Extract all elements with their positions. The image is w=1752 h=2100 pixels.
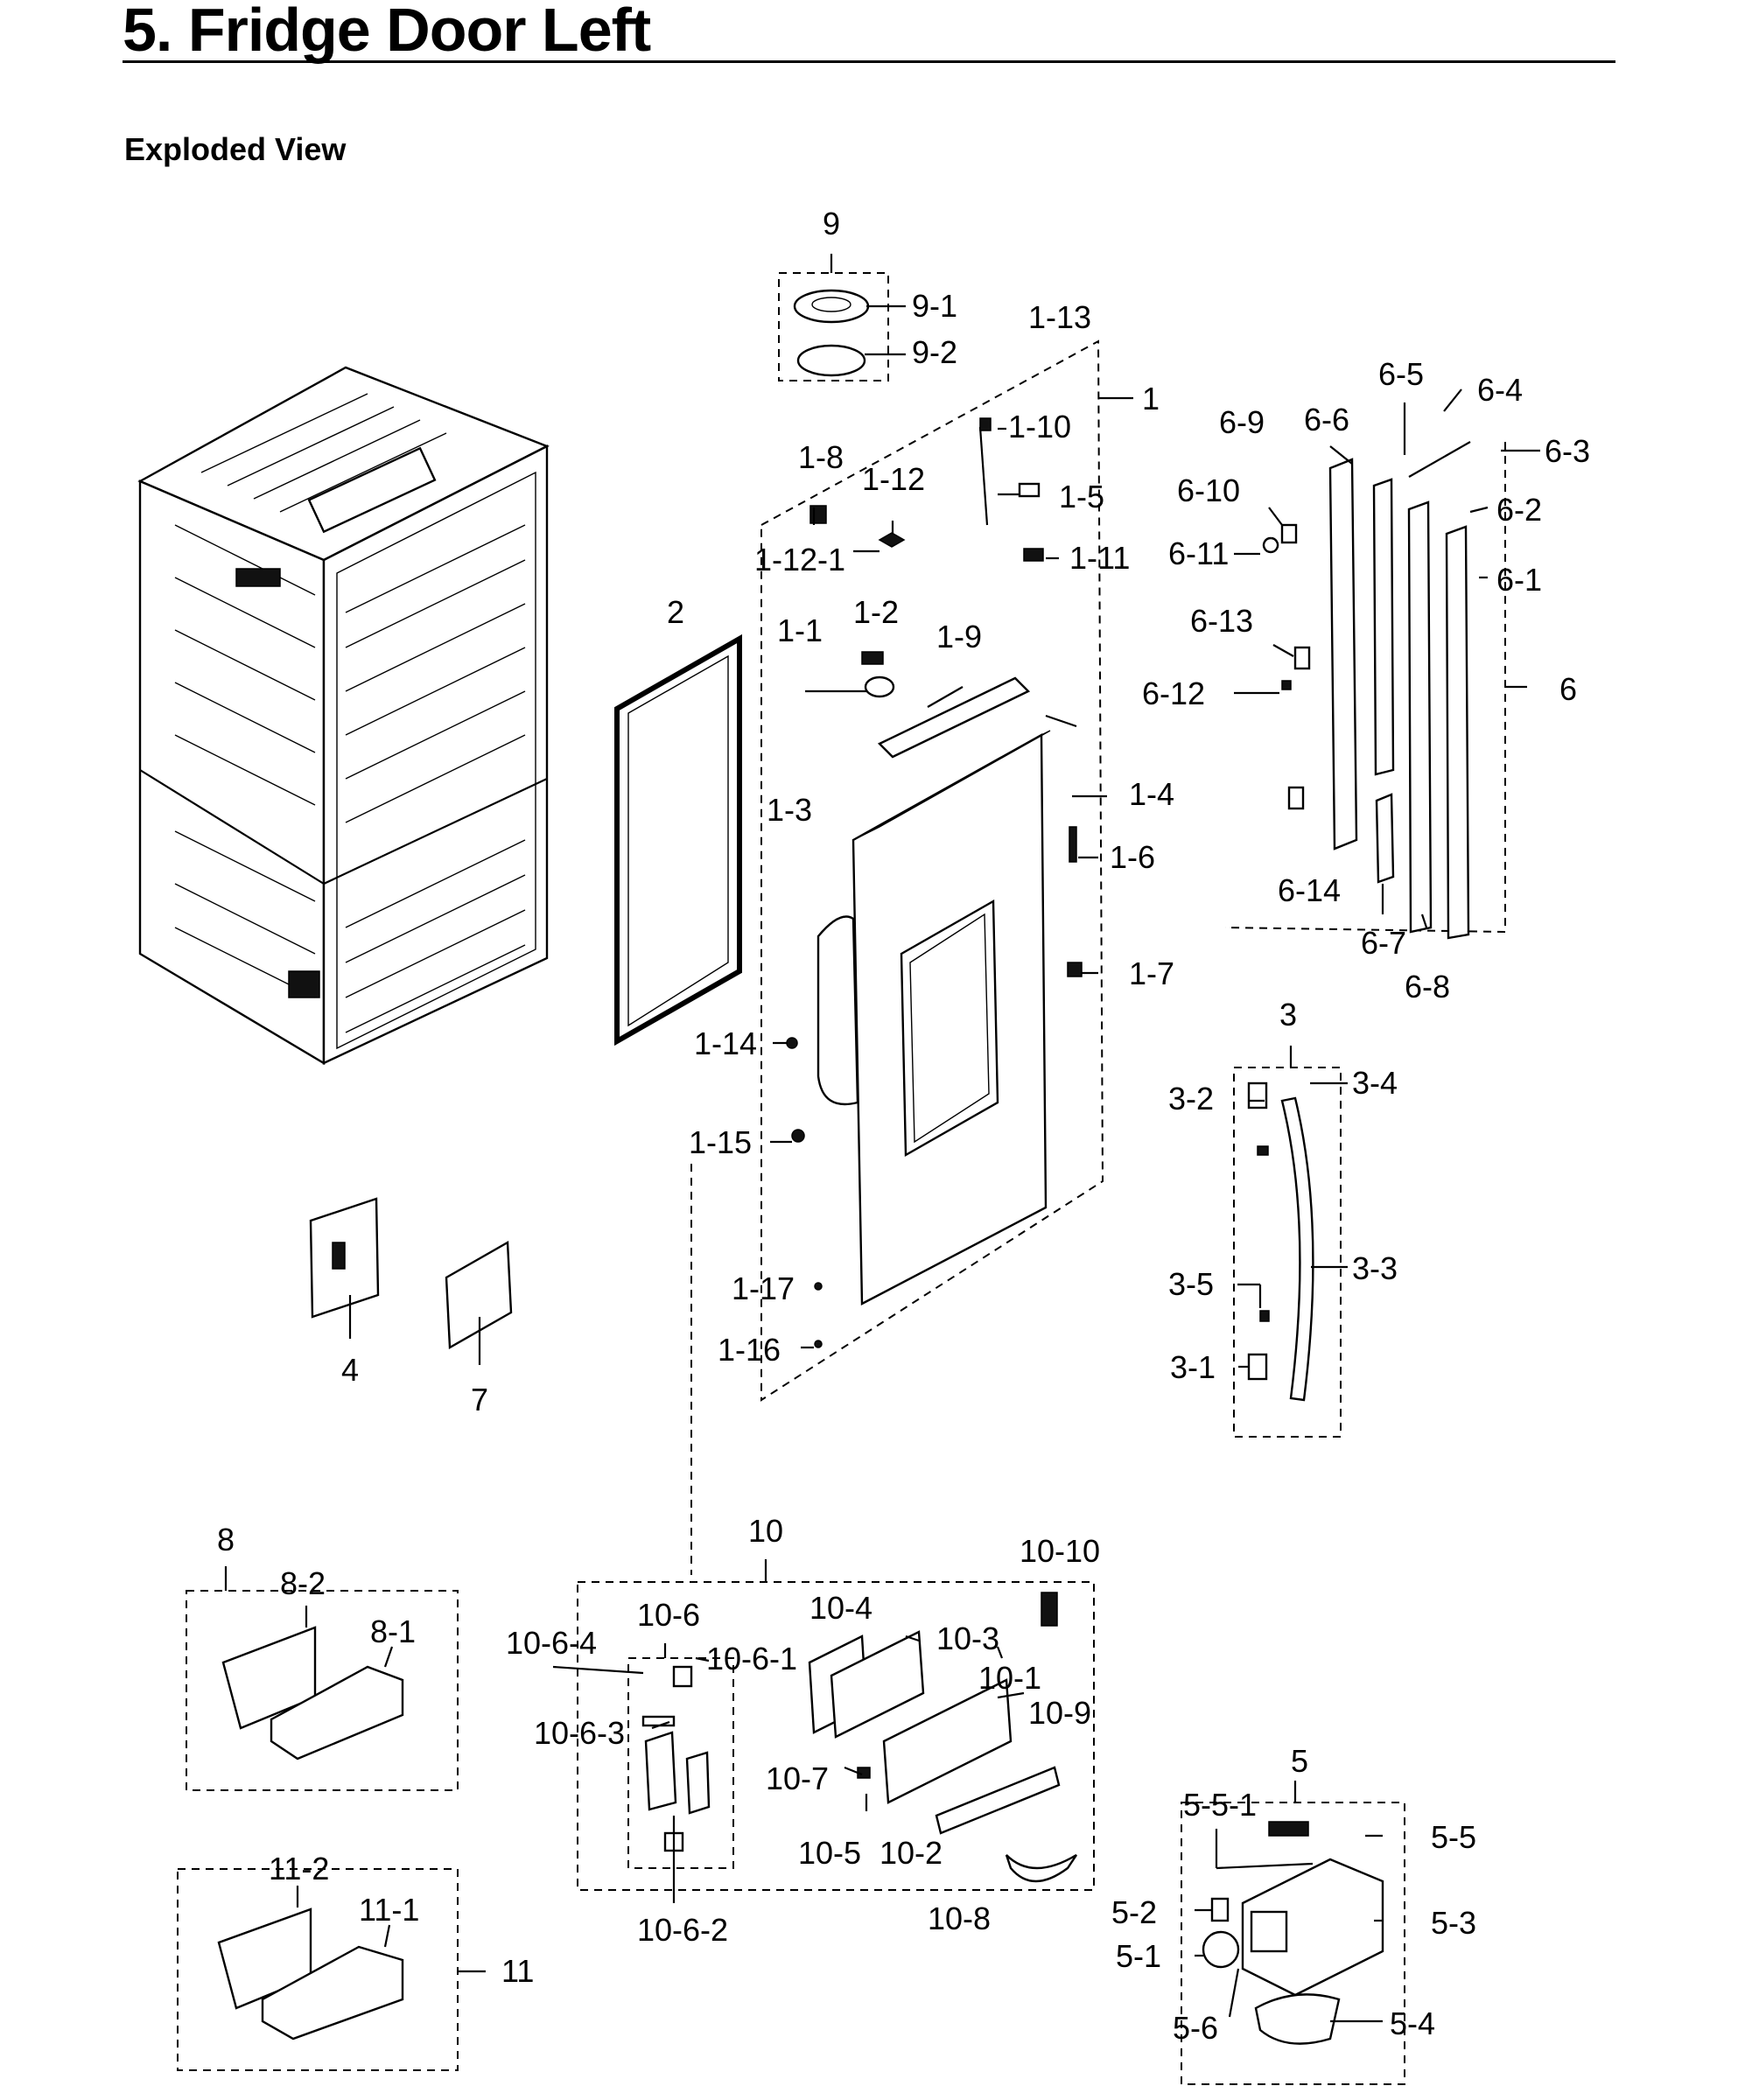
part-9-group — [778, 254, 906, 382]
label-1-5: 1-5 — [1059, 479, 1104, 514]
label-10-4: 10-4 — [809, 1590, 872, 1626]
label-6-3: 6-3 — [1545, 433, 1590, 469]
part-8-group — [186, 1566, 459, 1791]
label-1-4: 1-4 — [1129, 776, 1174, 812]
label-6-8: 6-8 — [1405, 969, 1450, 1004]
label-3-4: 3-4 — [1352, 1065, 1398, 1101]
page-title: 5. Fridge Door Left — [123, 0, 651, 64]
label-10-8: 10-8 — [928, 1900, 991, 1936]
label-1-9: 1-9 — [936, 619, 982, 654]
label-6-12: 6-12 — [1142, 676, 1205, 711]
fridge-cabinet — [137, 366, 550, 1066]
part-10-group — [552, 1559, 1095, 1903]
label-1: 1 — [1142, 381, 1160, 416]
label-1-11: 1-11 — [1069, 540, 1130, 576]
label-1-8: 1-8 — [798, 439, 844, 475]
label-6-4: 6-4 — [1477, 372, 1523, 408]
door-assembly-1 — [690, 340, 1133, 1575]
label-5-2: 5-2 — [1111, 1894, 1157, 1930]
label-10-6-3: 10-6-3 — [534, 1715, 625, 1751]
label-6-11: 6-11 — [1168, 536, 1229, 571]
label-8-2: 8-2 — [280, 1565, 326, 1601]
label-1-15: 1-15 — [689, 1124, 752, 1160]
label-3: 3 — [1279, 997, 1297, 1032]
label-1-1: 1-1 — [777, 612, 823, 648]
part-11-group — [177, 1868, 486, 2071]
label-5: 5 — [1291, 1743, 1308, 1779]
label-5-6: 5-6 — [1173, 2010, 1218, 2046]
label-3-3: 3-3 — [1352, 1250, 1398, 1286]
label-9-1: 9-1 — [912, 288, 957, 324]
part-labels: 9 9-1 9-2 1 1-13 1-10 1-8 1-12 1-5 1-12-… — [217, 206, 1590, 2046]
label-1-16: 1-16 — [718, 1332, 781, 1368]
label-10-6: 10-6 — [637, 1597, 700, 1633]
label-10-6-2: 10-6-2 — [637, 1912, 728, 1948]
label-5-1: 5-1 — [1116, 1938, 1161, 1974]
label-2: 2 — [667, 594, 684, 630]
label-1-6: 1-6 — [1110, 839, 1155, 875]
label-1-3: 1-3 — [767, 792, 812, 828]
label-5-5: 5-5 — [1431, 1819, 1476, 1855]
label-10-3: 10-3 — [936, 1620, 999, 1656]
label-5-3: 5-3 — [1431, 1905, 1476, 1941]
label-10-7: 10-7 — [766, 1760, 829, 1796]
label-3-5: 3-5 — [1168, 1266, 1214, 1302]
section-heading: Exploded View — [124, 131, 347, 167]
label-10: 10 — [748, 1513, 783, 1549]
part-6-group — [1224, 388, 1540, 940]
label-5-4: 5-4 — [1390, 2006, 1435, 2041]
label-10-10: 10-10 — [1020, 1533, 1100, 1569]
label-6-7: 6-7 — [1361, 925, 1406, 961]
label-1-14: 1-14 — [694, 1026, 757, 1061]
title-rule — [123, 60, 1615, 63]
label-6-1: 6-1 — [1496, 562, 1542, 598]
door-gasket — [614, 634, 742, 1046]
label-1-12-1: 1-12-1 — [754, 542, 845, 578]
label-6-10: 6-10 — [1177, 472, 1240, 508]
label-6-14: 6-14 — [1278, 872, 1341, 908]
label-9: 9 — [823, 206, 840, 242]
label-1-13: 1-13 — [1028, 299, 1091, 335]
label-1-12: 1-12 — [862, 461, 925, 497]
label-5-5-1: 5-5-1 — [1183, 1787, 1257, 1823]
label-8-1: 8-1 — [370, 1614, 416, 1649]
label-3-2: 3-2 — [1168, 1081, 1214, 1116]
label-6: 6 — [1559, 671, 1577, 707]
label-10-2: 10-2 — [880, 1835, 943, 1871]
label-6-5: 6-5 — [1378, 356, 1424, 392]
label-7: 7 — [471, 1382, 488, 1418]
label-10-9: 10-9 — [1028, 1695, 1091, 1731]
label-1-7: 1-7 — [1129, 956, 1174, 991]
label-10-5: 10-5 — [798, 1835, 861, 1871]
label-6-2: 6-2 — [1496, 492, 1542, 528]
label-11-1: 11-1 — [359, 1892, 419, 1928]
label-11: 11 — [501, 1953, 534, 1989]
label-4: 4 — [341, 1352, 359, 1388]
label-6-13: 6-13 — [1190, 603, 1253, 639]
label-9-2: 9-2 — [912, 334, 957, 370]
part-5-group — [1181, 1781, 1405, 2085]
label-3-1: 3-1 — [1170, 1349, 1216, 1385]
label-8: 8 — [217, 1522, 235, 1558]
label-1-2: 1-2 — [853, 594, 899, 630]
parts-4-7 — [309, 1197, 513, 1365]
label-10-6-1: 10-6-1 — [706, 1641, 797, 1676]
label-1-10: 1-10 — [1008, 409, 1071, 444]
label-10-6-4: 10-6-4 — [506, 1625, 597, 1661]
part-3-handle — [1233, 1046, 1348, 1438]
label-10-1: 10-1 — [978, 1660, 1041, 1696]
label-6-6: 6-6 — [1304, 402, 1349, 438]
label-6-9: 6-9 — [1219, 404, 1265, 440]
label-1-17: 1-17 — [732, 1270, 795, 1306]
label-11-2: 11-2 — [269, 1851, 329, 1886]
